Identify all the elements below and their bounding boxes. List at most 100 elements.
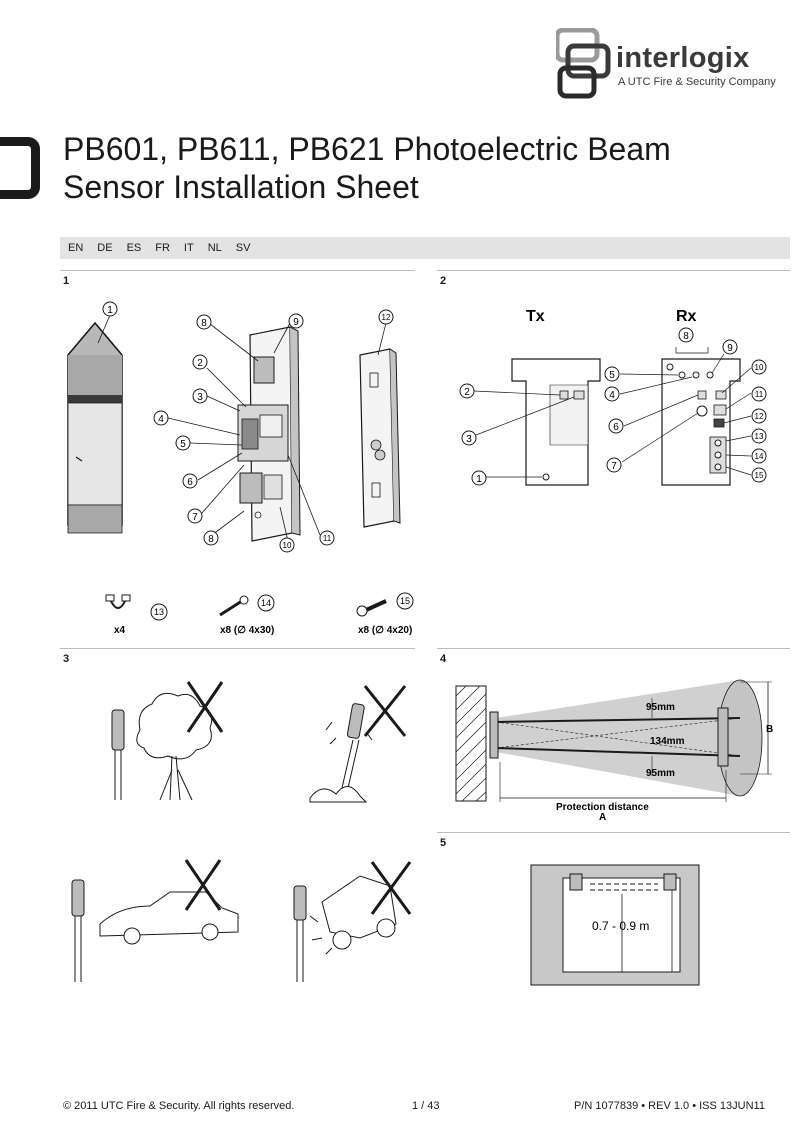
language-link-it[interactable]: IT [183, 242, 194, 254]
svg-text:10: 10 [755, 363, 764, 372]
tx-board-illustration [511, 358, 601, 486]
callout-15: 15 [396, 592, 414, 610]
svg-text:2: 2 [464, 387, 470, 398]
callout-6: 6 [182, 473, 198, 489]
figure-2-tx-rx-boards: Tx Rx [440, 295, 790, 505]
svg-text:11: 11 [755, 390, 764, 399]
svg-text:9: 9 [293, 317, 299, 328]
section-number-3: 3 [63, 653, 70, 665]
callout-13: 13 [150, 603, 168, 621]
rx-board-illustration [661, 358, 741, 486]
title-line-1: PB601, PB611, PB621 Photoelectric Beam [63, 131, 671, 167]
rx-callout-4: 4 [604, 386, 620, 402]
callout-12: 12 [378, 309, 394, 325]
page-title: PB601, PB611, PB621 Photoelectric Beam S… [63, 130, 763, 206]
language-link-fr[interactable]: FR [155, 242, 170, 254]
b-dimension-label: B [766, 724, 773, 735]
rx-callout-7: 7 [606, 457, 622, 473]
section-number-5: 5 [440, 837, 447, 849]
mounting-plate-illustration [359, 348, 401, 528]
brand-tagline: A UTC Fire & Security Company [618, 76, 776, 88]
rx-callout-5: 5 [604, 366, 620, 382]
protection-distance-label: Protection distance [556, 802, 649, 813]
callout-11: 11 [319, 530, 335, 546]
part-15-quantity: x8 (∅ 4x20) [358, 625, 412, 636]
callout-8-bottom: 8 [203, 530, 219, 546]
rx-label: Rx [676, 308, 697, 325]
svg-text:8: 8 [201, 318, 207, 329]
svg-text:1: 1 [107, 305, 113, 316]
section-number-2: 2 [440, 275, 447, 287]
svg-text:9: 9 [727, 343, 733, 354]
mounting-height-label: 0.7 - 0.9 m [592, 919, 649, 933]
section-number-4: 4 [440, 653, 447, 665]
section-tab-marker [0, 137, 40, 199]
sensor-housing-illustration [67, 321, 123, 534]
beam-cone-illustration [489, 679, 763, 797]
bottom-gap-label: 95mm [646, 768, 675, 779]
part-screw-short-icon [356, 599, 387, 617]
svg-text:11: 11 [323, 534, 332, 543]
rx-callout-13: 13 [751, 428, 767, 444]
callout-1: 1 [102, 301, 118, 317]
part-14-quantity: x8 (∅ 4x30) [220, 625, 274, 636]
language-link-nl[interactable]: NL [207, 242, 222, 254]
figure-1-components: 1 2 3 4 5 6 7 8 8 9 10 11 12 [60, 295, 420, 640]
middle-gap-label: 134mm [650, 736, 685, 747]
callout-5: 5 [175, 435, 191, 451]
figure-4-beam-geometry: 95mm 134mm 95mm B Protection distance A [440, 670, 790, 825]
svg-text:14: 14 [261, 598, 271, 608]
rx-callout-15: 15 [751, 467, 767, 483]
warning-x-icon-ground [363, 685, 407, 737]
svg-text:3: 3 [197, 392, 203, 403]
warning-x-icon-offroad [370, 861, 412, 915]
svg-text:5: 5 [180, 439, 186, 450]
svg-text:15: 15 [400, 596, 410, 606]
part-clamp-icon [105, 594, 131, 609]
callout-8-top: 8 [196, 314, 212, 330]
rx-callout-9: 9 [722, 339, 738, 355]
warning-x-icon-car [184, 859, 222, 911]
tx-callout-3: 3 [461, 430, 477, 446]
callout-3: 3 [192, 388, 208, 404]
svg-text:12: 12 [382, 313, 391, 322]
figure-3-obstruction-warnings [60, 670, 420, 1000]
section-rule-1 [60, 270, 415, 271]
tx-callout-2: 2 [459, 383, 475, 399]
rx-callout-6: 6 [608, 418, 624, 434]
svg-text:3: 3 [466, 434, 472, 445]
right-sensor-icon [663, 873, 677, 891]
brand-logo: interlogix A UTC Fire & Security Company [556, 28, 796, 100]
part-13-quantity: x4 [114, 625, 126, 636]
footer-copyright: © 2011 UTC Fire & Security. All rights r… [63, 1100, 295, 1112]
language-link-sv[interactable]: SV [235, 242, 251, 254]
callout-9: 9 [288, 313, 304, 329]
interlogix-logo-icon [556, 28, 611, 99]
left-sensor-icon [569, 873, 583, 891]
svg-text:10: 10 [283, 541, 292, 550]
svg-text:13: 13 [755, 432, 764, 441]
warning-car-illustration [71, 879, 239, 982]
language-link-de[interactable]: DE [97, 242, 113, 254]
svg-text:5: 5 [609, 370, 615, 381]
a-dimension-label: A [599, 812, 606, 823]
top-gap-label: 95mm [646, 702, 675, 713]
footer-part-number: P/N 1077839 • REV 1.0 • ISS 13JUN11 [574, 1100, 765, 1112]
svg-text:15: 15 [755, 471, 764, 480]
callout-4: 4 [153, 410, 169, 426]
svg-text:4: 4 [158, 414, 164, 425]
svg-text:8: 8 [208, 534, 214, 545]
svg-text:14: 14 [755, 452, 764, 461]
rx-callout-12: 12 [751, 408, 767, 424]
warning-x-icon-tree [186, 681, 224, 733]
language-link-es[interactable]: ES [126, 242, 142, 254]
wall-illustration [455, 685, 487, 802]
svg-text:8: 8 [683, 331, 689, 342]
callout-7: 7 [187, 508, 203, 524]
rx-callout-10: 10 [751, 359, 767, 375]
tx-label: Tx [526, 308, 545, 325]
footer-page-number: 1 / 43 [412, 1100, 440, 1112]
section-rule-4 [437, 648, 790, 649]
svg-text:13: 13 [154, 607, 164, 617]
language-link-en[interactable]: EN [68, 242, 84, 254]
